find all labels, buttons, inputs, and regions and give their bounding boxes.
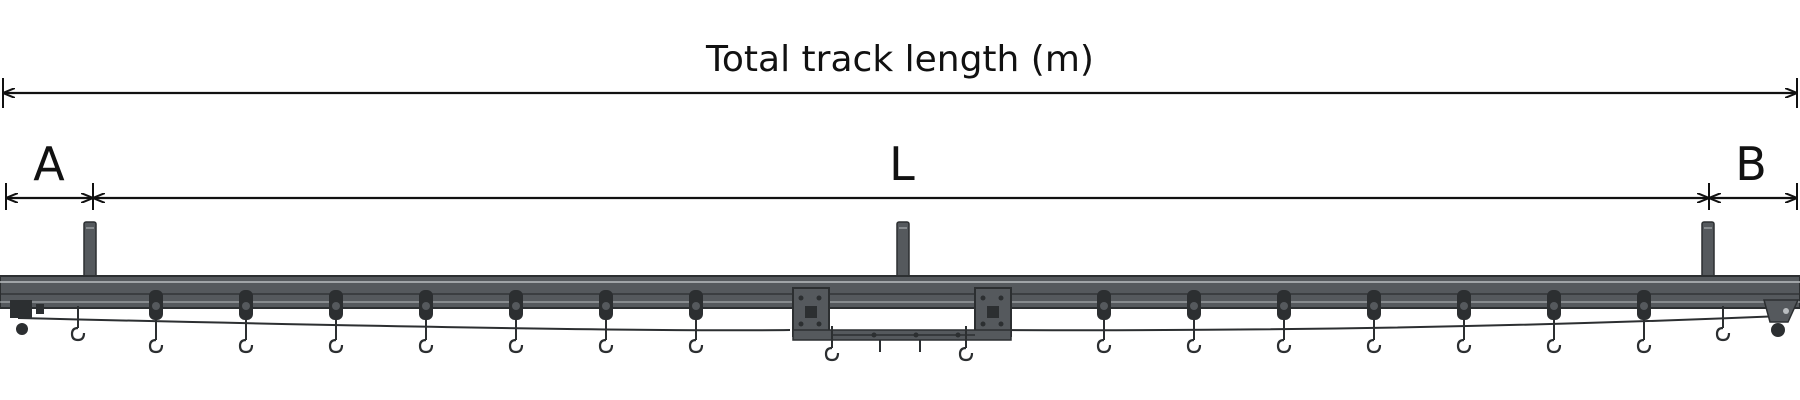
- overlap-arm-screw: [871, 332, 877, 338]
- left-end-stop: [36, 304, 44, 314]
- hook-curl: [1366, 338, 1382, 354]
- runner: [1187, 290, 1201, 320]
- runner-wheel: [1190, 302, 1198, 310]
- master-carrier-right: [974, 287, 1012, 337]
- right-end-screw: [1783, 308, 1789, 314]
- runner-wheel: [692, 302, 700, 310]
- total-length-dimension: Total track length (m): [2, 39, 1798, 108]
- runner: [1097, 290, 1111, 320]
- runner-hook: [1546, 318, 1562, 354]
- runner-hook: [1366, 318, 1382, 354]
- runner-wheel: [242, 302, 250, 310]
- runner-wheel: [1100, 302, 1108, 310]
- hook-curl: [1546, 338, 1562, 354]
- carrier-screw: [998, 321, 1004, 327]
- runner: [689, 290, 703, 320]
- overlap-arm-screw: [913, 332, 919, 338]
- carrier-screw: [980, 321, 986, 327]
- runner-hook: [1096, 318, 1112, 354]
- runner-wheel: [512, 302, 520, 310]
- hook-curl: [1456, 338, 1472, 354]
- overlap-arm-screw: [955, 332, 961, 338]
- runner-hook: [418, 318, 434, 354]
- draw-cord: [17, 315, 1783, 332]
- runner-hook: [688, 318, 704, 354]
- carrier-screw: [816, 321, 822, 327]
- l-label: L: [889, 137, 915, 191]
- b-label: B: [1735, 137, 1767, 191]
- runner-hook: [1186, 318, 1202, 354]
- carrier-screw: [798, 295, 804, 301]
- rail-body: [0, 275, 1800, 309]
- runner-hook: [1456, 318, 1472, 354]
- runner-wheel: [152, 302, 160, 310]
- hook-curl: [70, 326, 86, 342]
- end-hook-right: [1715, 306, 1731, 342]
- hook-curl: [1636, 338, 1652, 354]
- master-carrier-hook-left: [824, 326, 840, 362]
- curtain-track: [0, 221, 1800, 362]
- runner: [1637, 290, 1651, 320]
- carrier-centre: [987, 306, 999, 318]
- hook-curl: [598, 338, 614, 354]
- runner: [419, 290, 433, 320]
- hook-curl: [1186, 338, 1202, 354]
- runner: [149, 290, 163, 320]
- hook-curl: [328, 338, 344, 354]
- hook-curl: [1276, 338, 1292, 354]
- runner-hook: [328, 318, 344, 354]
- runner-wheel: [332, 302, 340, 310]
- carrier-screw: [998, 295, 1004, 301]
- a-label: A: [33, 137, 65, 191]
- runner: [1547, 290, 1561, 320]
- runner-hook: [1276, 318, 1292, 354]
- wall-bracket: [1701, 221, 1715, 279]
- runner-wheel: [1460, 302, 1468, 310]
- hook-curl: [238, 338, 254, 354]
- right-pulley: [1771, 323, 1785, 337]
- runner-hook: [598, 318, 614, 354]
- runner-hook: [508, 318, 524, 354]
- runner-hook: [238, 318, 254, 354]
- right-end-cap: [1763, 299, 1800, 323]
- hook-curl: [958, 346, 974, 362]
- runner-wheel: [1370, 302, 1378, 310]
- hook-curl: [508, 338, 524, 354]
- left-end-cap: [10, 300, 32, 318]
- runner: [329, 290, 343, 320]
- carrier-screw: [980, 295, 986, 301]
- carrier-centre: [805, 306, 817, 318]
- runner: [599, 290, 613, 320]
- master-carrier-hook-right: [958, 326, 974, 362]
- total-length-label: Total track length (m): [705, 39, 1094, 80]
- runner: [1457, 290, 1471, 320]
- hook-curl: [688, 338, 704, 354]
- runner-wheel: [1550, 302, 1558, 310]
- hook-curl: [824, 346, 840, 362]
- runner-wheel: [1280, 302, 1288, 310]
- wall-bracket: [896, 221, 910, 279]
- runner: [1367, 290, 1381, 320]
- master-carrier-left: [792, 287, 830, 337]
- segment-dimensions: A L B: [5, 137, 1798, 210]
- runner: [509, 290, 523, 320]
- runner-hook: [148, 318, 164, 354]
- runner-wheel: [422, 302, 430, 310]
- runner-wheel: [602, 302, 610, 310]
- hook-curl: [418, 338, 434, 354]
- runner: [1277, 290, 1291, 320]
- runner: [239, 290, 253, 320]
- carrier-screw: [798, 321, 804, 327]
- hook-curl: [1096, 338, 1112, 354]
- carrier-screw: [816, 295, 822, 301]
- left-cord-weight: [16, 323, 28, 335]
- runner-wheel: [1640, 302, 1648, 310]
- runner-hook: [1636, 318, 1652, 354]
- hook-curl: [148, 338, 164, 354]
- end-hook-left: [70, 306, 86, 342]
- wall-bracket: [83, 221, 97, 279]
- hook-curl: [1715, 326, 1731, 342]
